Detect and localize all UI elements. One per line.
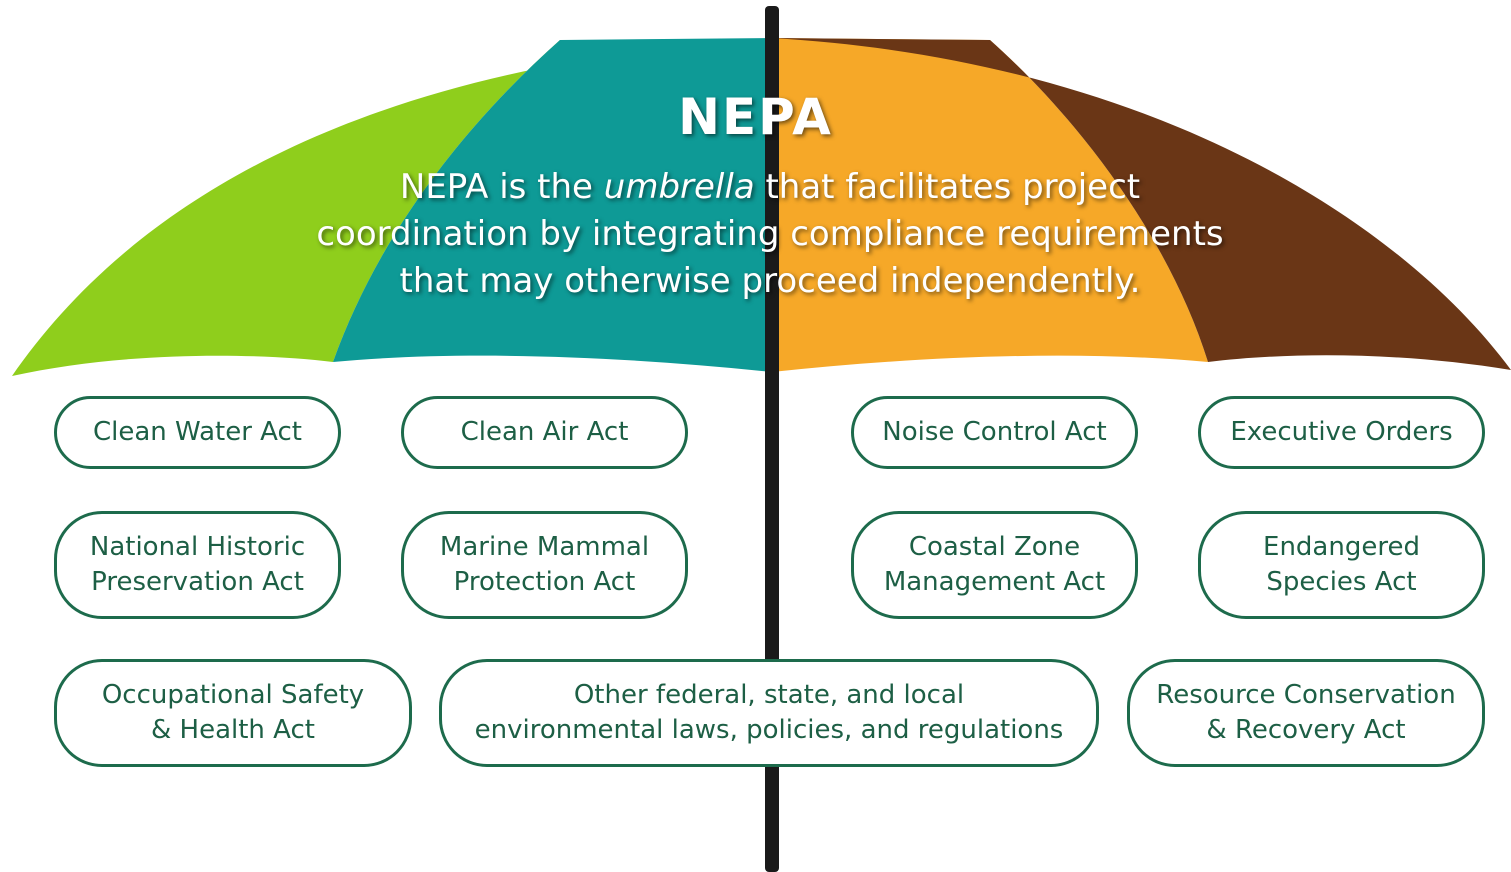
act-coastal-zone: Coastal Zone Management Act — [851, 511, 1138, 619]
diagram-title: NEPA — [678, 88, 833, 146]
act-noise-control: Noise Control Act — [851, 396, 1138, 469]
canopy-teal-panel — [333, 38, 772, 372]
act-resource-conservation: Resource Conservation & Recovery Act — [1127, 659, 1485, 767]
umbrella-shaft — [765, 6, 779, 872]
act-clean-water: Clean Water Act — [54, 396, 341, 469]
act-executive-orders: Executive Orders — [1198, 396, 1485, 469]
act-other-laws: Other federal, state, and local environm… — [439, 659, 1099, 767]
act-marine-mammal: Marine Mammal Protection Act — [401, 511, 688, 619]
act-national-historic: National Historic Preservation Act — [54, 511, 341, 619]
canopy-brown-panel — [772, 38, 1511, 370]
subtitle-emphasis: umbrella — [603, 167, 755, 207]
subtitle-text-start: NEPA is the — [399, 167, 604, 207]
act-occupational-safety: Occupational Safety & Health Act — [54, 659, 412, 767]
act-endangered-species: Endangered Species Act — [1198, 511, 1485, 619]
act-clean-air: Clean Air Act — [401, 396, 688, 469]
diagram-subtitle: NEPA is the umbrella that facilitates pr… — [300, 164, 1240, 305]
canopy-lime-panel — [12, 40, 752, 376]
subtitle-text-end: that facilitates project coordination by… — [316, 167, 1224, 301]
canopy-orange-panel — [772, 38, 1208, 372]
